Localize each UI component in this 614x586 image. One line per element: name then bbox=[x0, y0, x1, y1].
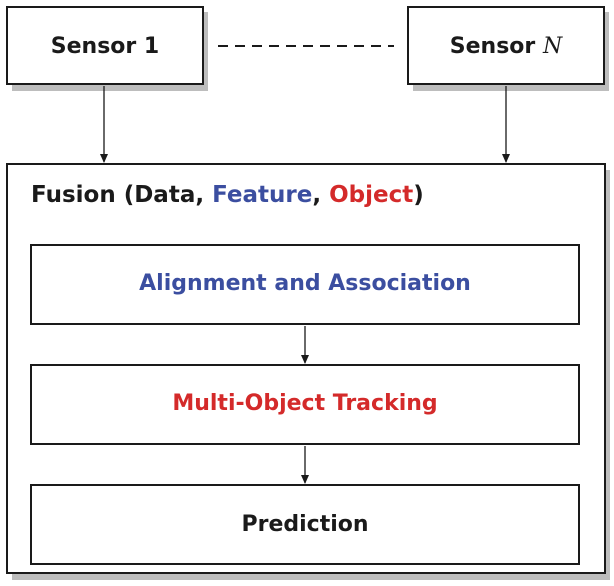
sensor-1-label: Sensor 1 bbox=[50, 34, 160, 59]
sensor-n-label: Sensor N bbox=[409, 34, 603, 59]
tracking-box: Multi-Object Tracking bbox=[30, 364, 580, 445]
fusion-suffix: ) bbox=[413, 182, 424, 208]
fusion-feature: Feature bbox=[212, 182, 313, 208]
fusion-data: Data bbox=[134, 182, 196, 208]
sensor-n-box: Sensor N bbox=[407, 6, 605, 85]
alignment-box: Alignment and Association bbox=[30, 244, 580, 325]
sensor-1-box: Sensor 1 bbox=[6, 6, 204, 85]
alignment-label: Alignment and Association bbox=[139, 271, 471, 296]
sensor-n-symbol: N bbox=[542, 34, 563, 59]
fusion-prefix: Fusion ( bbox=[31, 182, 135, 208]
tracking-label: Multi-Object Tracking bbox=[172, 391, 438, 416]
fusion-sep-2: , bbox=[312, 182, 330, 208]
sensor-n-prefix: Sensor bbox=[449, 34, 536, 59]
fusion-title: Fusion (Data, Feature, Object) bbox=[31, 182, 424, 208]
fusion-object: Object bbox=[329, 182, 414, 208]
fusion-sep-1: , bbox=[195, 182, 213, 208]
prediction-box: Prediction bbox=[30, 484, 580, 565]
prediction-label: Prediction bbox=[241, 512, 369, 537]
